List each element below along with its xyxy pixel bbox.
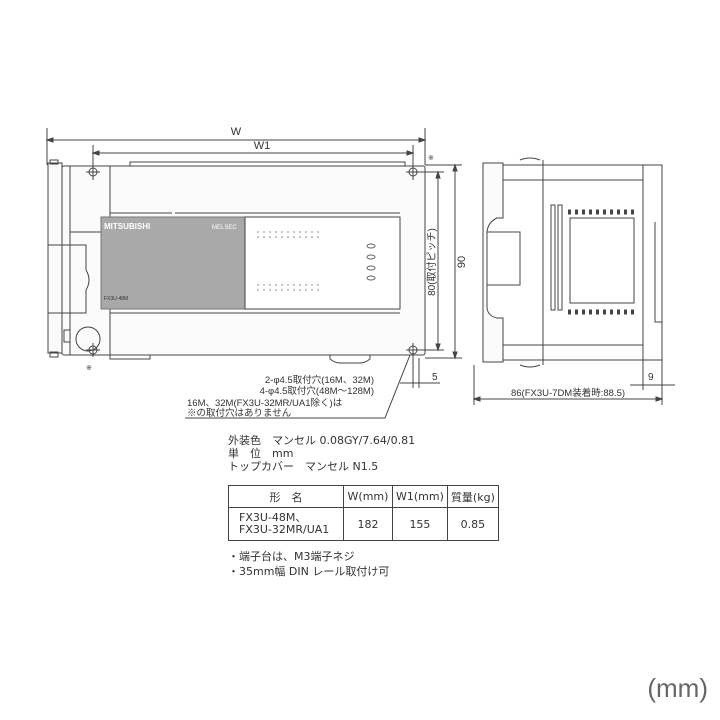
cell-mass: 0.85 — [446, 507, 499, 541]
header-model: 形 名 — [228, 485, 344, 508]
dim-80: 80(取付ピッチ) — [413, 170, 444, 352]
dim-80-label: 80(取付ピッチ) — [425, 228, 438, 296]
header-w1: W1(mm) — [392, 485, 448, 508]
dim-90: 90 — [425, 163, 468, 360]
cell-model: FX3U-48M、 FX3U-32MR/UA1 — [228, 507, 344, 541]
spec-top-cover: トップカバー マンセル N1.5 — [228, 460, 379, 473]
header-w: W(mm) — [343, 485, 393, 508]
peripheral-port — [75, 326, 101, 352]
svg-text:※の取付穴はありません: ※の取付穴はありません — [187, 407, 291, 419]
brand-logo: MITSUBISHI — [104, 222, 150, 231]
note-terminal: ・端子台は、M3端子ネジ — [228, 550, 355, 563]
header-mass: 質量(kg) — [446, 485, 499, 508]
svg-text:4-φ4.5取付穴(48M〜128M): 4-φ4.5取付穴(48M〜128M) — [260, 385, 374, 397]
dim-86: 86(FX3U-7DM装着時:88.5) — [472, 365, 664, 405]
cell-w: 182 — [343, 507, 393, 541]
side-view — [482, 157, 663, 368]
led-rows — [257, 231, 320, 291]
spec-table: 形 名 W(mm) W1(mm) 質量(kg) FX3U-48M、 FX3U-3… — [228, 485, 499, 541]
front-view: MITSUBISHI MELSEC FX3U-48M — [47, 159, 426, 364]
hole-note: 2-φ4.5取付穴(16M、32M) 4-φ4.5取付穴(48M〜128M) 1… — [187, 374, 374, 419]
table-row: FX3U-48M、 FX3U-32MR/UA1 182 155 0.85 — [228, 507, 499, 541]
dim-9-label: 9 — [648, 372, 654, 383]
dim-w: W — [45, 126, 427, 165]
cell-w1: 155 — [392, 507, 448, 541]
led-panel — [244, 216, 401, 310]
svg-text:2-φ4.5取付穴(16M、32M): 2-φ4.5取付穴(16M、32M) — [265, 374, 374, 386]
spec-color: 外装色 マンセル 0.08GY/7.64/0.81 — [228, 434, 416, 447]
series-logo: MELSEC — [212, 225, 237, 231]
dim-5: 5 — [400, 355, 440, 388]
unit-label: (mm) — [647, 673, 708, 703]
mark-top-right: ※ — [428, 155, 434, 162]
dim-w1-label: W1 — [254, 140, 271, 152]
table-header: 形 名 W(mm) W1(mm) 質量(kg) — [228, 485, 499, 508]
model-label: FX3U-48M — [104, 296, 128, 302]
dim-w-label: W — [231, 126, 242, 138]
spec-unit: 単 位 mm — [228, 447, 294, 460]
gray-front-panel — [100, 216, 246, 310]
side-display-window — [569, 217, 635, 304]
mark-bottom-left: ※ — [86, 365, 92, 372]
status-leds — [366, 243, 376, 281]
dim-5-label: 5 — [432, 372, 438, 383]
dim-90-label: 90 — [456, 256, 468, 268]
run-stop-switch — [63, 329, 71, 343]
dim-86-label: 86(FX3U-7DM装着時:88.5) — [511, 387, 625, 399]
hole-note-leader — [185, 354, 411, 419]
dim-9: 9 — [630, 355, 675, 405]
note-din-rail: ・35mm幅 DIN レール取付け可 — [228, 565, 390, 578]
svg-text:16M、32M(FX3U-32MR/UA1除く)は: 16M、32M(FX3U-32MR/UA1除く)は — [187, 397, 343, 409]
dim-w1: W1 — [91, 140, 415, 180]
